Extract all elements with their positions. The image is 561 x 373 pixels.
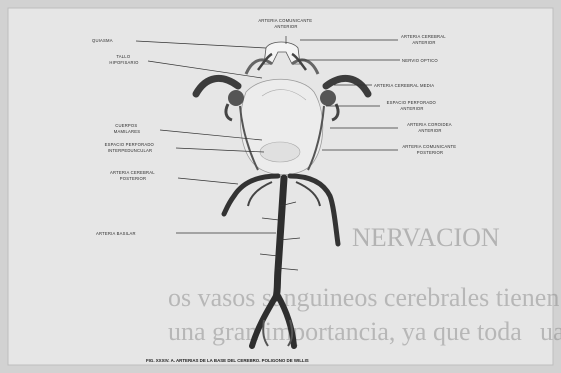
bg-line-3: ua	[540, 317, 561, 346]
label-arteria-cerebral-media: ARTERIA CEREBRAL MEDIA	[374, 83, 434, 88]
figure-caption: FIG. XXXIV. A. ARTERIAS DE LA BASE DEL C…	[146, 358, 309, 363]
label-nervio-optico: NERVIO OPTICO	[402, 58, 438, 63]
bg-line-1: os vasos sanguineos cerebrales tienen	[168, 283, 559, 312]
label-cuerpos-mamilares: CUERPOS MAMILARES	[114, 123, 140, 134]
bg-heading: NERVACION	[352, 223, 500, 252]
label-arteria-basilar: ARTERIA BASILAR	[96, 231, 136, 236]
label-quiasma: QUIASMA	[92, 38, 113, 43]
label-espacio-perforado-interpeduncular: ESPACIO PERFORADO INTERPEDUNCULAR	[105, 142, 156, 153]
bg-line-2: una gran importancia, ya que toda	[168, 317, 522, 346]
